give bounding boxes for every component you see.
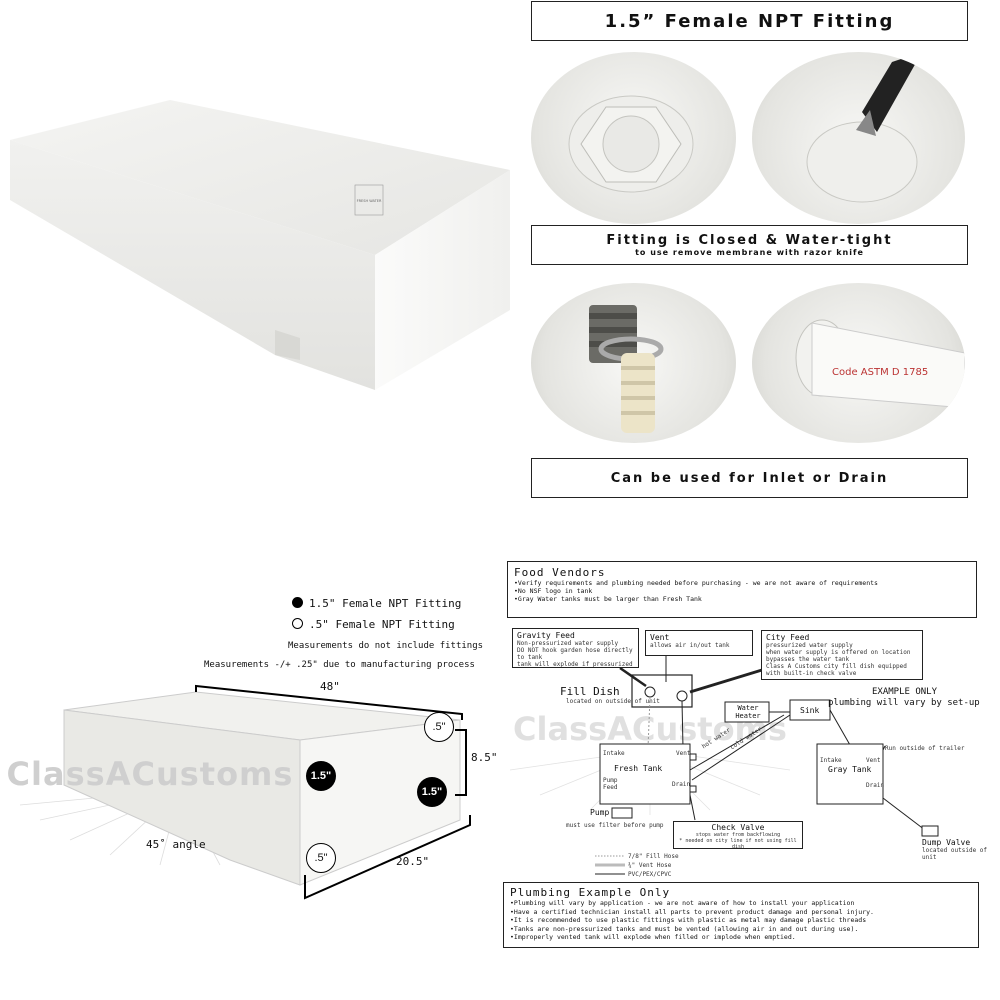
dump-valve-label: Dump Valve: [922, 838, 971, 847]
gray-tank-run-outside: Run outside of trailer: [885, 745, 965, 752]
pump-label: Pump: [590, 808, 610, 817]
plumbing-example-box: Plumbing Example Only •Plumbing will var…: [503, 882, 979, 948]
pipe-print: Code ASTM D 1785: [832, 367, 928, 378]
gravity-feed-title: Gravity Feed: [517, 631, 575, 640]
length-label: 48": [320, 680, 340, 693]
gray-tank-intake: Intake: [820, 757, 842, 764]
hose-legend-vent: ¾" Vent Hose: [628, 862, 672, 869]
width-label: 20.5": [396, 855, 430, 868]
gravity-feed-line-3: tank will explode if pressurized: [517, 661, 633, 668]
fresh-tank-title: Fresh Tank: [614, 764, 663, 773]
fitting-marker-large-right-label: 1.5": [421, 786, 443, 798]
inlet-drain-text: Can be used for Inlet or Drain: [610, 470, 889, 486]
fresh-tank-intake: Intake: [603, 750, 625, 757]
food-vendors-box: Food Vendors •Verify requirements and pl…: [507, 561, 977, 618]
plumbing-example-line-1: •Plumbing will vary by application - we …: [510, 899, 855, 907]
city-feed-line-3: bypasses the water tank: [766, 656, 850, 663]
measure-note-2: Measurements -/+ .25" due to manufacturi…: [204, 660, 475, 670]
fresh-tank-drain: Drain: [672, 781, 691, 788]
legend-small-fitting: .5" Female NPT Fitting: [292, 618, 455, 631]
fitting-marker-large-left-label: 1.5": [310, 770, 332, 782]
height-label: 8.5": [471, 751, 498, 764]
plumbing-example-title: Plumbing Example Only: [510, 886, 671, 899]
fitting-photo-2: [752, 52, 965, 224]
fitting-marker-small-top-label: .5": [432, 721, 446, 733]
food-vendors-title: Food Vendors: [514, 566, 606, 579]
fitting-photo-4: Code ASTM D 1785: [752, 283, 965, 443]
gravity-feed-line-1: Non-pressurized water supply: [517, 640, 619, 647]
gray-tank-vent: Vent: [866, 757, 881, 764]
hose-legend-pvc: PVC/PEX/CPVC: [628, 871, 672, 878]
fitting-closed-subtitle: to use remove membrane with razor knife: [635, 248, 864, 257]
legend-large-fitting: 1.5" Female NPT Fitting: [292, 597, 461, 610]
gray-tank-drain: Drain: [866, 782, 885, 789]
gravity-feed-line-2: DO NOT hook garden hose directly to tank: [517, 647, 633, 661]
check-valve-box: Check Valve stops water from backflowing…: [673, 821, 803, 850]
inlet-drain-banner: Can be used for Inlet or Drain: [531, 458, 968, 498]
food-vendors-line-2: •No NSF logo in tank: [514, 587, 593, 595]
large-fitting-dot-icon: [292, 597, 303, 608]
gray-tank-title: Gray Tank: [828, 765, 872, 774]
plumbing-example-line-2: •Have a certified technician install all…: [510, 907, 874, 916]
angle-label: 45˚ angle: [146, 838, 206, 851]
vent-box: Vent allows air in/out tank: [645, 630, 753, 656]
example-only-line1: EXAMPLE ONLY: [872, 687, 938, 697]
plumbing-lines: ClassACustoms: [500, 620, 1000, 880]
food-vendors-line-3: •Gray Water tanks must be larger than Fr…: [514, 595, 702, 603]
tank-photo: FRESH WATER: [0, 60, 520, 400]
tank-drawing: FRESH WATER: [10, 100, 510, 390]
check-valve-line-1: stops water from backflowing: [695, 832, 781, 838]
city-feed-line-2: when water supply is offered on location: [766, 649, 911, 656]
pump-sub: must use filter before pump: [566, 822, 664, 829]
city-feed-line-1: pressurized water supply: [766, 642, 853, 649]
fitting-photo-1: [531, 52, 736, 224]
water-heater-label: Water Heater: [735, 704, 761, 720]
plumbing-example-line-4: •Tanks are non-pressurized tanks and mus…: [510, 924, 859, 933]
city-feed-line-5: Class A Customs city fill dish equipped: [766, 663, 907, 670]
fitting-photo-3: [531, 283, 736, 443]
fitting-marker-small-bottom: .5": [306, 843, 336, 873]
gravity-feed-box: Gravity Feed Non-pressurized water suppl…: [512, 628, 639, 668]
fitting-marker-small-top: .5": [424, 712, 454, 742]
fitting-marker-large-right: 1.5": [417, 777, 447, 807]
plumbing-example-line-5: •Improperly vented tank will explode whe…: [510, 933, 796, 941]
check-valve-line-2: * needed on city line if not using fill …: [679, 838, 797, 850]
small-fitting-dot-icon: [292, 618, 303, 629]
fresh-tank-vent: Vent: [676, 750, 691, 757]
dump-valve-sub: located outside of unit: [922, 847, 988, 861]
vent-text: allows air in/out tank: [650, 642, 730, 649]
example-only-line2: plumbing will vary by set-up: [828, 698, 980, 708]
city-feed-box: City Feed pressurized water supply when …: [761, 630, 923, 680]
fitting-header-text: 1.5” Female NPT Fitting: [604, 10, 895, 32]
city-feed-title: City Feed: [766, 633, 810, 642]
fitting-marker-large-left: 1.5": [306, 761, 336, 791]
fill-dish-sub: located on outside of unit: [566, 698, 660, 705]
fitting-marker-small-bottom-label: .5": [314, 852, 328, 864]
check-valve-title: Check Valve: [711, 823, 765, 832]
sink-label: Sink: [800, 706, 820, 715]
fresh-tank-pump-feed: Pump Feed: [603, 777, 618, 791]
plumbing-example-line-3: •It is recommended to use plastic fittin…: [510, 916, 867, 924]
dimension-drawing: ClassACustoms: [0, 670, 500, 910]
fitting-closed-banner: Fitting is Closed & Water-tight to use r…: [531, 225, 968, 265]
fitting-closed-title: Fitting is Closed & Water-tight: [606, 233, 893, 248]
classacustoms-watermark: ClassACustoms: [7, 755, 294, 793]
vent-title: Vent: [650, 633, 670, 642]
food-vendors-line-1: •Verify requirements and plumbing needed…: [514, 579, 878, 587]
fitting-header: 1.5” Female NPT Fitting: [531, 1, 968, 41]
measure-note-1: Measurements do not include fittings: [288, 641, 484, 651]
hose-legend-fill: 7/8" Fill Hose: [628, 853, 679, 860]
legend-small-fitting-label: .5" Female NPT Fitting: [309, 618, 455, 631]
legend-large-fitting-label: 1.5" Female NPT Fitting: [309, 597, 462, 610]
city-feed-line-6: with built-in check valve: [766, 670, 857, 677]
fill-dish-label: Fill Dish: [560, 685, 620, 698]
tank-label: FRESH WATER: [357, 199, 382, 203]
